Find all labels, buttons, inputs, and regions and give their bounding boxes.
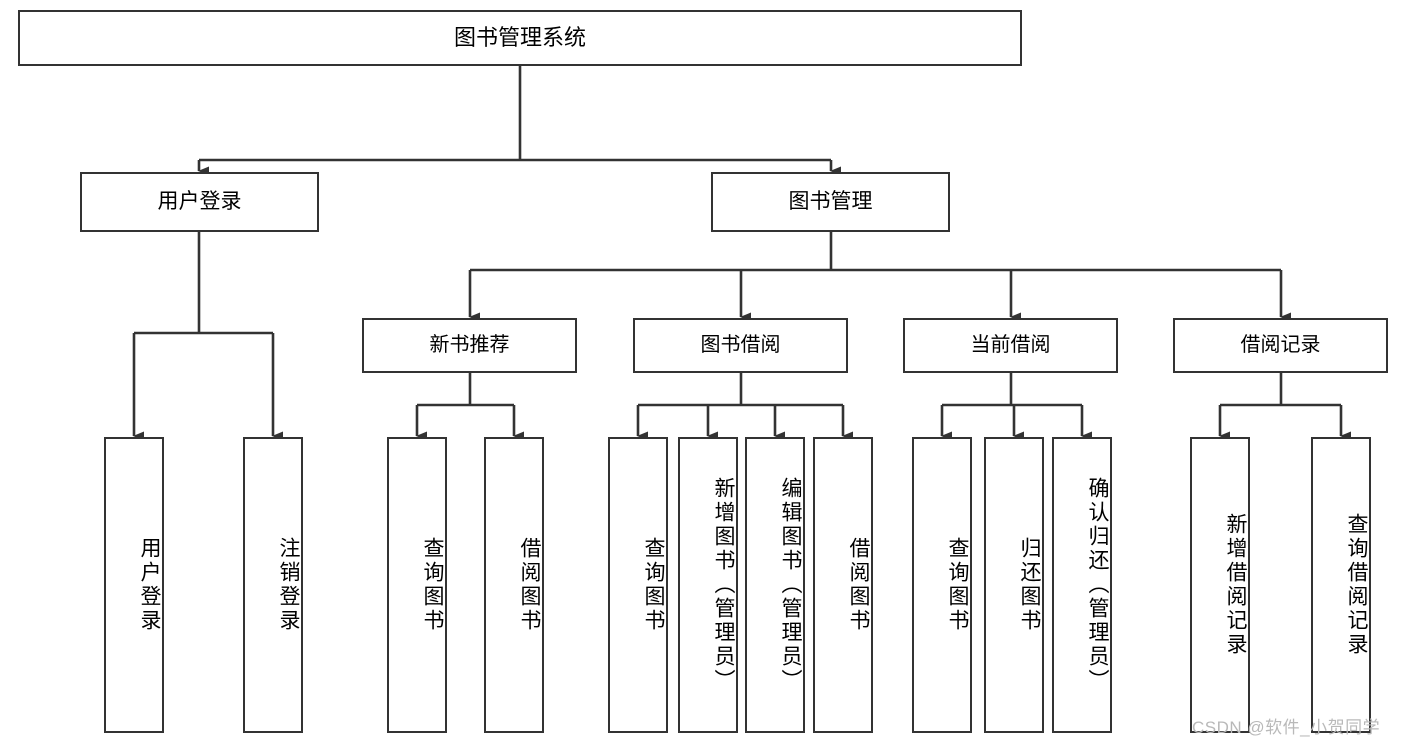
leaf-rec-borrow-book-label: 借阅图书	[518, 537, 541, 633]
leaf-record-query-label: 查询借阅记录	[1345, 513, 1368, 657]
node-loan-record[interactable]: 借阅记录	[1173, 318, 1388, 373]
leaf-borrow-add-book[interactable]: 新增图书（管理员）	[678, 437, 738, 733]
node-book-manage[interactable]: 图书管理	[711, 172, 950, 232]
leaf-rec-borrow-book[interactable]: 借阅图书	[484, 437, 544, 733]
leaf-loan-return-book[interactable]: 归还图书	[984, 437, 1044, 733]
leaf-borrow-query-book[interactable]: 查询图书	[608, 437, 668, 733]
leaf-borrow-add-book-label: 新增图书（管理员）	[712, 477, 735, 693]
node-new-book-rec[interactable]: 新书推荐	[362, 318, 577, 373]
leaf-user-login[interactable]: 用户登录	[104, 437, 164, 733]
node-user-login[interactable]: 用户登录	[80, 172, 319, 232]
node-book-manage-label: 图书管理	[788, 189, 873, 213]
leaf-borrow-loan-book-label: 借阅图书	[847, 537, 870, 633]
leaf-record-query[interactable]: 查询借阅记录	[1311, 437, 1371, 733]
leaf-loan-query-book-label: 查询图书	[946, 537, 969, 633]
node-root-label: 图书管理系统	[453, 24, 586, 50]
watermark-text: CSDN @软件_小贺同学	[1192, 718, 1381, 737]
leaf-borrow-loan-book[interactable]: 借阅图书	[813, 437, 873, 733]
leaf-record-add-label: 新增借阅记录	[1224, 513, 1247, 657]
node-current-loan-label: 当前借阅	[970, 333, 1051, 356]
leaf-user-logout[interactable]: 注销登录	[243, 437, 303, 733]
leaf-borrow-edit-book-label: 编辑图书（管理员）	[779, 477, 802, 693]
leaf-loan-confirm-return[interactable]: 确认归还（管理员）	[1052, 437, 1112, 733]
leaf-user-login-label: 用户登录	[138, 537, 161, 633]
node-loan-record-label: 借阅记录	[1240, 333, 1321, 356]
leaf-loan-confirm-return-label: 确认归还（管理员）	[1086, 477, 1109, 693]
node-current-loan[interactable]: 当前借阅	[903, 318, 1118, 373]
node-book-borrow[interactable]: 图书借阅	[633, 318, 848, 373]
leaf-rec-query-book[interactable]: 查询图书	[387, 437, 447, 733]
node-book-borrow-label: 图书借阅	[700, 333, 781, 356]
node-root[interactable]: 图书管理系统	[18, 10, 1022, 66]
node-user-login-label: 用户登录	[157, 189, 242, 213]
leaf-loan-query-book[interactable]: 查询图书	[912, 437, 972, 733]
leaf-record-add[interactable]: 新增借阅记录	[1190, 437, 1250, 733]
leaf-loan-return-book-label: 归还图书	[1018, 537, 1041, 633]
leaf-borrow-edit-book[interactable]: 编辑图书（管理员）	[745, 437, 805, 733]
leaf-borrow-query-book-label: 查询图书	[642, 537, 665, 633]
node-new-book-rec-label: 新书推荐	[429, 333, 510, 356]
leaf-rec-query-book-label: 查询图书	[421, 537, 444, 633]
leaf-user-logout-label: 注销登录	[277, 537, 300, 633]
